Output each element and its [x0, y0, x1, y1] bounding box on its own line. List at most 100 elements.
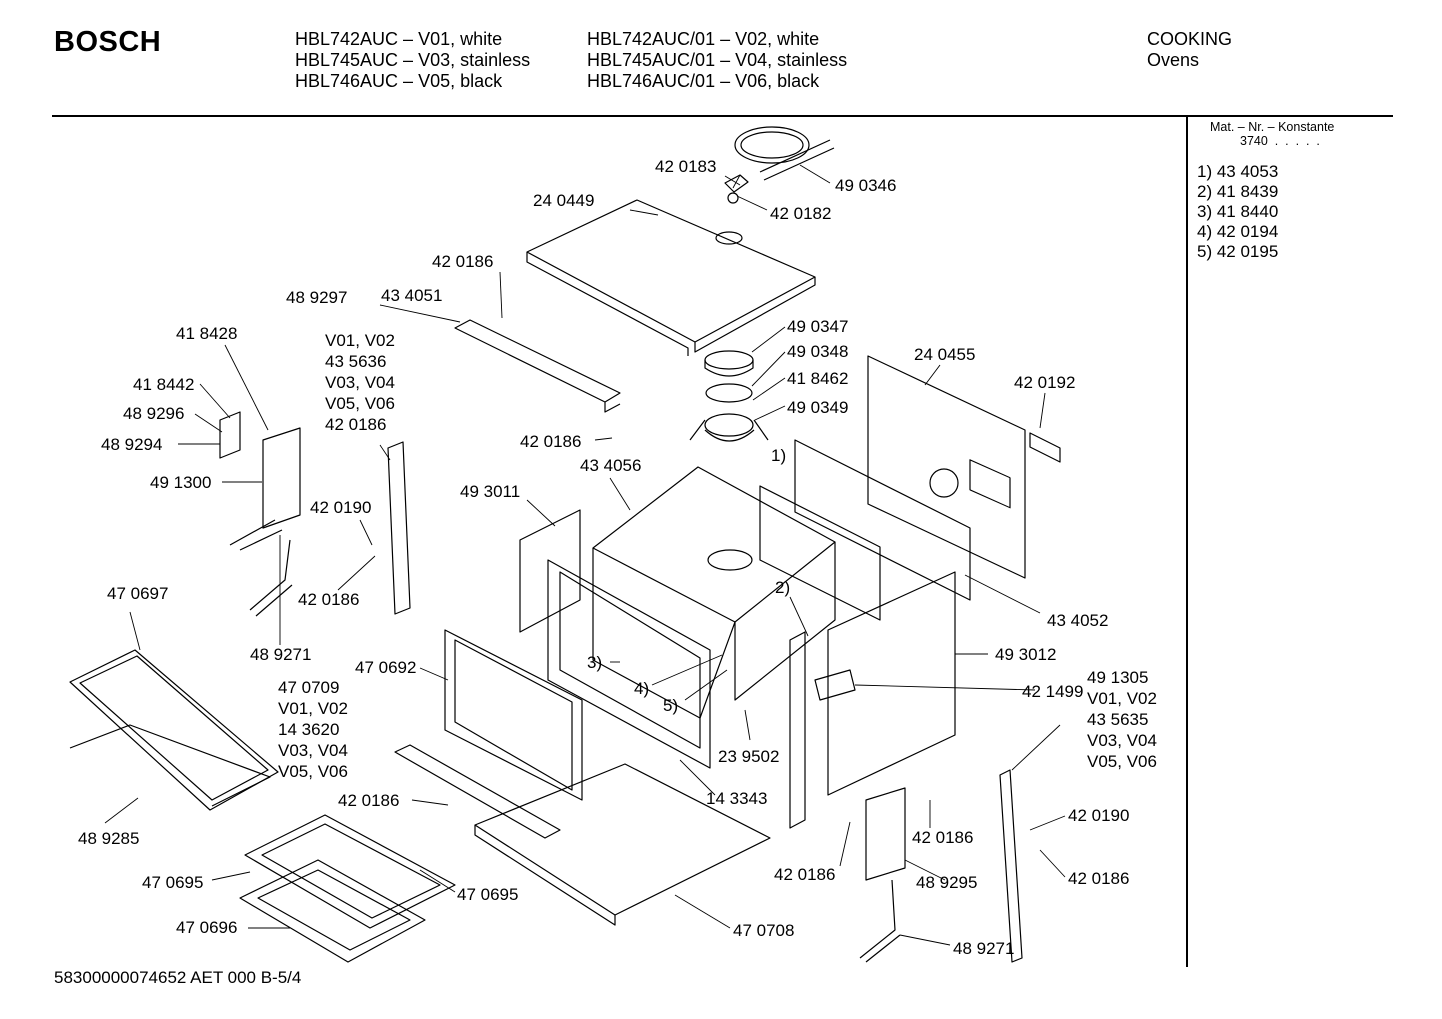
cavity-fan-opening	[707, 549, 753, 571]
leader-line	[854, 684, 1036, 691]
rear-panel-hole	[929, 468, 959, 498]
leader-line	[194, 413, 223, 433]
leader-line	[379, 304, 461, 323]
oven-rack-lower	[69, 724, 271, 807]
oven-cavity-side	[734, 542, 836, 701]
lower-trim	[394, 744, 561, 839]
oven-rack-inner	[79, 655, 269, 801]
callout-label: 48 9271	[953, 939, 1014, 958]
vent-hose	[734, 126, 810, 164]
oven-cavity-top	[592, 466, 836, 623]
leader-line	[337, 555, 376, 591]
leader-line	[419, 869, 456, 893]
callout-label: 43 5635	[1087, 710, 1148, 729]
callout-label: V05, V06	[325, 394, 395, 413]
side-panel-right	[827, 571, 956, 796]
vent-connector	[724, 174, 749, 193]
front-frame	[547, 559, 711, 769]
callout-label: 42 0186	[325, 415, 386, 434]
callout-label: V05, V06	[278, 762, 348, 781]
callout-label: 3)	[587, 653, 602, 672]
callout-label: 43 4056	[580, 456, 641, 475]
leader-line	[751, 326, 786, 353]
callout-label: 49 1300	[150, 473, 211, 492]
top-rail	[454, 319, 621, 413]
callout-label: 42 0186	[338, 791, 399, 810]
front-frame-inner	[559, 571, 701, 749]
callout-label: 43 5636	[325, 352, 386, 371]
leader-line	[1039, 849, 1066, 878]
leader-line	[799, 164, 831, 184]
bracket-42-0192	[1029, 432, 1061, 463]
top-cover-edge	[526, 252, 816, 356]
broil-pan-grid	[244, 814, 456, 929]
leader-line	[609, 477, 631, 511]
leader-line	[899, 934, 951, 946]
leader-line	[651, 654, 723, 686]
hinge-left-plate	[219, 411, 241, 459]
vent-hose-inner	[740, 131, 804, 159]
category-heading: COOKING Ovens	[1147, 29, 1232, 71]
sidebar-part-item: 1) 43 4053	[1197, 162, 1279, 181]
callout-label: 42 0186	[520, 432, 581, 451]
callout-label: 48 9297	[286, 288, 347, 307]
header-rule	[52, 115, 1393, 117]
callout-label: 48 9295	[916, 873, 977, 892]
leader-line	[789, 596, 809, 637]
callout-label: 42 1499	[1022, 682, 1083, 701]
hinge-right	[865, 787, 906, 881]
callout-label: V03, V04	[1087, 731, 1157, 750]
hinge-left-lower	[249, 539, 293, 617]
callout-label: 49 0349	[787, 398, 848, 417]
model-line: HBL742AUC/01 – V02, white	[587, 29, 820, 49]
callout-label: 42 0186	[1068, 869, 1129, 888]
fan-wheel	[704, 413, 754, 437]
callout-label: 14 3343	[706, 789, 767, 808]
leader-line	[724, 174, 741, 189]
callout-label: 24 0449	[533, 191, 594, 210]
top-cover-hole	[715, 231, 743, 245]
diagram-drawing	[69, 126, 1061, 963]
sidebar-part-item: 4) 42 0194	[1197, 222, 1279, 241]
callout-label: 42 0192	[1014, 373, 1075, 392]
sidebar-parts-list: 1) 43 4053 2) 41 8439 3) 41 8440 4) 42 0…	[1197, 162, 1278, 262]
rear-panel	[867, 355, 1026, 579]
leader-line	[594, 437, 613, 441]
vent-hose-pipe	[759, 139, 835, 181]
callout-label: 47 0696	[176, 918, 237, 937]
control-bracket	[814, 669, 856, 701]
callout-label: 49 0347	[787, 317, 848, 336]
hinge-left	[262, 427, 301, 529]
hinge-left-arm	[229, 519, 283, 551]
sidebar-part-item: 3) 41 8440	[1197, 202, 1279, 221]
leader-line	[629, 209, 659, 216]
callout-label: V03, V04	[325, 373, 395, 392]
leader-line	[839, 821, 851, 867]
leader-line	[129, 611, 141, 651]
leader-line	[199, 383, 231, 419]
callout-label: 49 3012	[995, 645, 1056, 664]
bottom-tray-edge	[474, 825, 616, 926]
leader-line	[752, 377, 786, 401]
callout-label: V01, V02	[278, 699, 348, 718]
leader-line	[411, 799, 449, 806]
callout-label: 43 4051	[381, 286, 442, 305]
callout-label: 43 4052	[1047, 611, 1108, 630]
callout-label: 49 3011	[460, 482, 520, 501]
leader-line	[684, 669, 728, 701]
leader-line	[419, 667, 449, 681]
callout-label: 47 0695	[457, 885, 518, 904]
leader-line	[674, 894, 731, 929]
document-footer: 58300000074652 AET 000 B-5/4	[54, 968, 302, 987]
leader-line	[751, 351, 786, 387]
fan-ring	[705, 383, 753, 403]
door-seal	[444, 629, 583, 801]
leader-line	[1011, 724, 1061, 771]
callout-label: 42 0190	[1068, 806, 1129, 825]
callout-label: V01, V02	[1087, 689, 1157, 708]
leader-line	[754, 405, 786, 421]
callout-label: 23 9502	[718, 747, 779, 766]
model-line: HBL742AUC – V01, white	[295, 29, 503, 49]
